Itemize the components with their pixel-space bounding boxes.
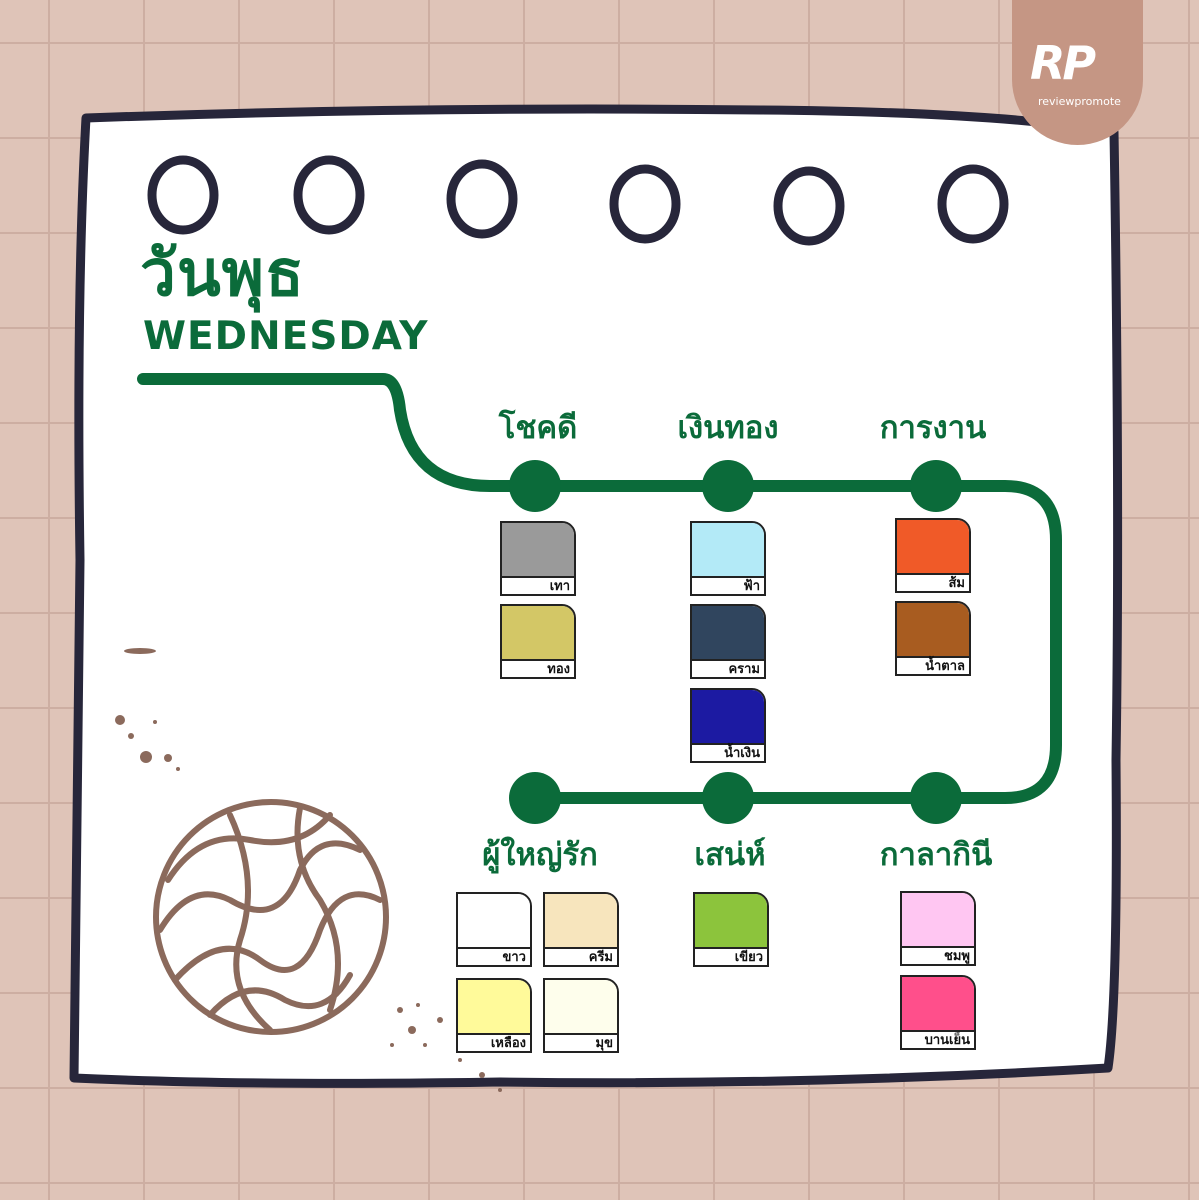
category-label-luck: โชคดี (498, 410, 578, 446)
swatch-color (695, 894, 767, 949)
swatch-label: น้ำเงิน (692, 743, 764, 761)
swatch-label: น้ำตาล (897, 656, 969, 674)
paper-card (69, 104, 1123, 1088)
route-stop (910, 772, 962, 824)
route-line (137, 373, 1062, 804)
coffee-stain-doodle (153, 799, 389, 1035)
color-swatch: ส้ม (895, 518, 971, 593)
color-swatch: บานเย็น (900, 975, 976, 1050)
category-label-elders: ผู้ใหญ่รัก (482, 837, 598, 873)
swatch-color (902, 977, 974, 1032)
color-swatch: ครีม (543, 892, 619, 967)
color-swatch: มุข (543, 978, 619, 1053)
swatch-color (545, 980, 617, 1035)
swatch-label: ส้ม (897, 573, 969, 591)
swatch-label: มุข (545, 1033, 617, 1051)
binder-ring (609, 164, 681, 244)
swatch-label: เขียว (695, 947, 767, 965)
day-title-english: WEDNESDAY (143, 314, 429, 359)
coffee-splatter (115, 648, 502, 1092)
swatch-label: บานเย็น (902, 1030, 974, 1048)
route-stop (702, 772, 754, 824)
swatch-label: ชมพู (902, 946, 974, 964)
swatch-label: ทอง (502, 659, 574, 677)
color-swatch: เทา (500, 521, 576, 596)
swatch-label: คราม (692, 659, 764, 677)
binder-rings (147, 155, 1009, 246)
swatch-label: ฟ้า (692, 576, 764, 594)
swatch-color (458, 894, 530, 949)
swatch-color (692, 690, 764, 745)
swatch-label: ครีม (545, 947, 617, 965)
binder-ring (937, 164, 1009, 244)
route-stop (910, 460, 962, 512)
color-swatch: ทอง (500, 604, 576, 679)
brand-logo-mark: RP (1030, 36, 1096, 90)
swatch-color (692, 606, 764, 661)
category-label-money: เงินทอง (677, 410, 779, 446)
brand-name: reviewpromote (1038, 95, 1121, 108)
binder-ring (773, 166, 845, 246)
swatch-color (692, 523, 764, 578)
day-title-thai: วันพุธ (140, 237, 305, 311)
swatch-color (502, 606, 574, 661)
color-swatch: ชมพู (900, 891, 976, 966)
swatch-label: ขาว (458, 947, 530, 965)
color-swatch: คราม (690, 604, 766, 679)
binder-ring (446, 159, 518, 239)
route-stop (509, 772, 561, 824)
color-swatch: น้ำเงิน (690, 688, 766, 763)
brand-badge (1012, 0, 1143, 145)
route-stop (509, 460, 561, 512)
color-swatch: เขียว (693, 892, 769, 967)
swatch-color (897, 603, 969, 658)
swatch-label: เทา (502, 576, 574, 594)
binder-ring (293, 155, 365, 235)
category-label-work: การงาน (879, 410, 987, 446)
swatch-color (897, 520, 969, 575)
color-swatch: น้ำตาล (895, 601, 971, 676)
swatch-color (502, 523, 574, 578)
color-swatch: ฟ้า (690, 521, 766, 596)
route-stops (509, 460, 962, 824)
binder-ring (147, 155, 219, 235)
swatch-color (902, 893, 974, 948)
color-swatch: เหลือง (456, 978, 532, 1053)
swatch-color (545, 894, 617, 949)
color-swatch: ขาว (456, 892, 532, 967)
category-label-misfortune: กาลากินี (879, 837, 993, 873)
category-label-charm: เสน่ห์ (694, 837, 766, 873)
route-stop (702, 460, 754, 512)
swatch-color (458, 980, 530, 1035)
swatch-label: เหลือง (458, 1033, 530, 1051)
